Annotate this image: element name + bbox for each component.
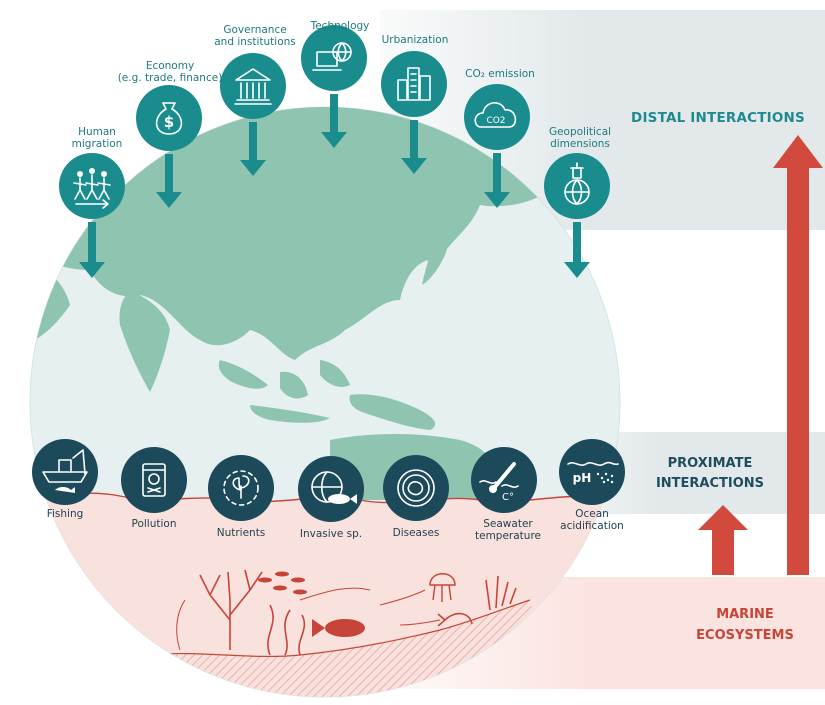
ph-water-icon: pH (559, 439, 625, 505)
down-arrow-5 (401, 120, 427, 174)
lighthouse-globe-icon (544, 153, 610, 219)
distal-label-technology: Technology (310, 20, 370, 32)
proximate-label-fishing: Fishing (46, 508, 84, 520)
coral-icon (199, 569, 263, 650)
fish-school-icon (258, 571, 307, 595)
down-arrow-6 (484, 153, 510, 208)
proximate-label-invasive: Invasive sp. (299, 528, 363, 540)
distal-label-governance: Governance and institutions (214, 24, 296, 48)
marine-ecosystems-title: MARINE ECOSYSTEMS (696, 607, 794, 643)
proximate-label-pollution: Pollution (131, 518, 177, 530)
distal-driver-circles: $ CO2 (59, 25, 610, 219)
marine-to-proximate-arrow (698, 505, 748, 575)
proximate-label-seawater: Seawater temperature (475, 518, 541, 542)
proximate-driver-circles: C° pH (32, 439, 625, 522)
money-bag-icon: $ (136, 85, 202, 151)
distal-interactions-title: DISTAL INTERACTIONS (631, 110, 805, 126)
invasive-fish-globe-icon (298, 456, 364, 522)
laptop-globe-icon (301, 25, 367, 91)
distal-driver-arrows (79, 94, 590, 278)
thermometer-water-icon: C° (471, 447, 537, 513)
jellyfish-icon (429, 573, 456, 602)
food-web-arrows (176, 587, 441, 651)
distal-label-urbanization: Urbanization (381, 34, 449, 46)
svg-text:C°: C° (502, 492, 514, 503)
proximate-interactions-title: PROXIMATE INTERACTIONS (655, 456, 765, 491)
distal-label-co2: CO₂ emission (465, 68, 535, 80)
petri-dish-icon (383, 455, 449, 521)
down-arrow-7 (564, 222, 590, 278)
seabed-line (149, 599, 531, 658)
people-walking-icon (59, 153, 125, 219)
government-building-icon (220, 53, 286, 119)
shrimp-icon (437, 612, 473, 627)
down-arrow-2 (156, 154, 182, 208)
india-landmass (119, 290, 170, 392)
fish-icon (312, 619, 365, 637)
proximate-label-acidification: Ocean acidification (560, 508, 624, 532)
japan-landmass (422, 200, 450, 285)
distal-label-economy: Economy (e.g. trade, finance) (117, 60, 223, 84)
seaweed-icon (267, 604, 306, 656)
down-arrow-4 (321, 94, 347, 148)
svg-text:$: $ (164, 113, 174, 131)
plant-cycle-icon (208, 455, 274, 521)
marine-life (176, 569, 517, 656)
co2-cloud-icon: CO2 (464, 84, 530, 150)
proximate-label-nutrients: Nutrients (216, 527, 266, 539)
proximate-label-diseases: Diseases (392, 527, 440, 539)
fishing-boat-icon (32, 439, 98, 505)
city-buildings-icon (381, 51, 447, 117)
down-arrow-3 (240, 122, 266, 176)
down-arrow-1 (79, 222, 105, 278)
svg-text:CO2: CO2 (486, 116, 505, 126)
toxic-barrel-icon (121, 447, 187, 513)
marine-to-distal-arrow (773, 135, 823, 575)
svg-text:pH: pH (573, 471, 592, 485)
seagrass-icon (485, 575, 517, 611)
distal-label-geopolitical: Geopolitical dimensions (548, 126, 612, 150)
sea-islands (218, 360, 436, 430)
distal-label-human-migration: Human migration (71, 126, 123, 150)
